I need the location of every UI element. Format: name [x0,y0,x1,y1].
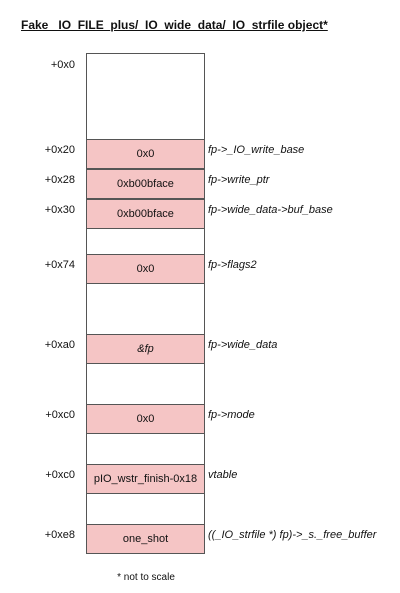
memory-cell: 0x0 [86,254,205,284]
field-label: ((_IO_strfile *) fp)->_s._free_buffer [208,529,377,541]
offset-label-top: +0x0 [50,59,75,71]
field-label: fp->mode [208,409,255,421]
memory-cell: 0xb00bface [86,169,205,199]
field-label: vtable [208,469,238,481]
offset-label: +0x28 [44,174,75,186]
diagram-title: Fake _IO_FILE_plus/_IO_wide_data/_IO_str… [21,18,328,32]
offset-label: +0xa0 [44,339,75,351]
memory-cell: one_shot [86,524,205,554]
memory-cell: 0x0 [86,404,205,434]
memory-cell: 0xb00bface [86,199,205,229]
offset-label: +0xe8 [44,529,75,541]
field-label: fp->write_ptr [208,174,270,186]
offset-label: +0xc0 [45,469,75,481]
field-label: fp->wide_data [208,339,278,351]
offset-label: +0x74 [44,259,75,271]
field-label: fp->flags2 [208,259,257,271]
offset-label: +0x30 [44,204,75,216]
memory-cell: 0x0 [86,139,205,169]
memory-cell: &fp [86,334,205,364]
field-label: fp->wide_data->buf_base [208,204,333,216]
memory-cell: pIO_wstr_finish-0x18 [86,464,205,494]
field-label: fp->_IO_write_base [208,144,305,156]
offset-label: +0x20 [44,144,75,156]
not-to-scale-note: * not to scale [117,572,175,583]
offset-label: +0xc0 [45,409,75,421]
